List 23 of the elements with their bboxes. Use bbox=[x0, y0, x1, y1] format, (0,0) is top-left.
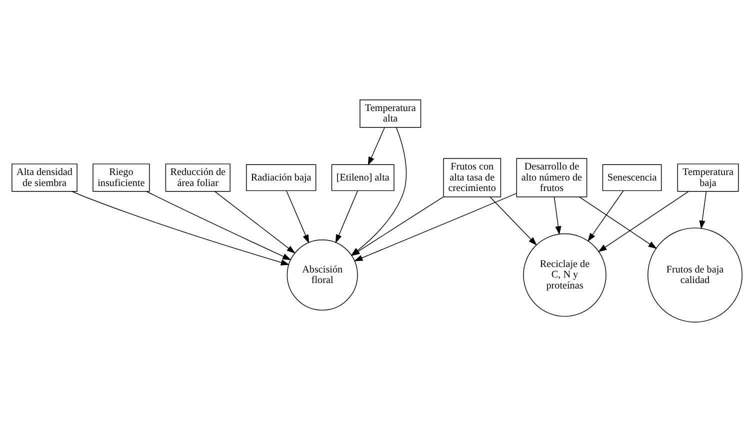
arrow bbox=[699, 190, 707, 229]
node-box: Alta densidad de siembra bbox=[12, 163, 78, 192]
arrow bbox=[146, 190, 292, 260]
node-box: Temperatura alta bbox=[360, 99, 422, 128]
arrow bbox=[598, 190, 689, 252]
node-box: Senescencia bbox=[602, 164, 662, 191]
arrow bbox=[286, 190, 310, 243]
arrow bbox=[588, 190, 624, 242]
arrow bbox=[72, 190, 290, 265]
arrow bbox=[578, 196, 657, 248]
arrow bbox=[214, 190, 296, 254]
node-box: Riego insuficiente bbox=[92, 163, 150, 192]
node-box: Radiación baja bbox=[246, 164, 316, 191]
arrow bbox=[368, 126, 385, 166]
arrow bbox=[354, 192, 517, 261]
arrow bbox=[554, 196, 562, 234]
arrow bbox=[335, 190, 358, 243]
node-box: Desarrollo de alto número de frutos bbox=[516, 158, 588, 197]
node-box: [Etileno] alta bbox=[331, 164, 394, 191]
arrow bbox=[490, 196, 537, 246]
node-box: Frutos con alta tasa de crecimiento bbox=[443, 158, 502, 197]
node-box: Reducción de área foliar bbox=[165, 163, 230, 192]
node-box: Temperatura baja bbox=[677, 163, 739, 192]
